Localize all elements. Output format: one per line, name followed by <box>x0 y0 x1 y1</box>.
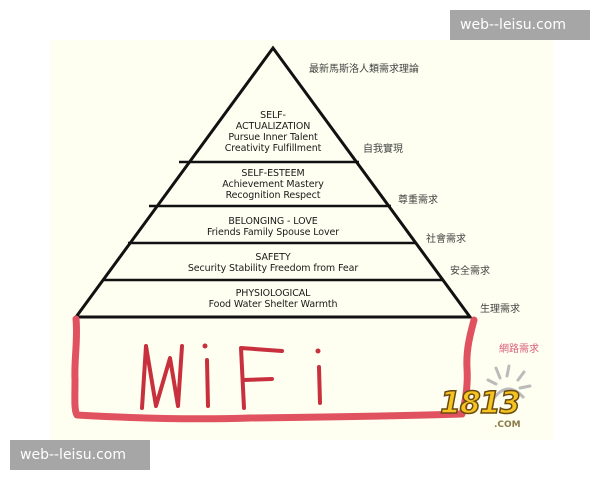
tier-detail: Friends Family Spouse Lover <box>206 227 340 238</box>
tier-detail: Food Water Shelter Warmth <box>208 299 338 310</box>
tier-physiological: PHYSIOLOGICAL Food Water Shelter Warmth <box>209 288 338 310</box>
tier-detail: Pursue Inner Talent <box>228 132 318 143</box>
logo-text: 1813 <box>439 385 521 422</box>
watermark-top: web--leisu.com <box>450 10 590 40</box>
label-cn-network: 網路需求 <box>499 344 539 355</box>
tier-heading: SAFETY <box>255 252 291 263</box>
tier-heading: ACTUALIZATION <box>235 121 311 132</box>
sun-rays-icon <box>486 364 532 400</box>
tier-safety: SAFETY Security Stability Freedom from F… <box>188 252 358 274</box>
tier-self-esteem: SELF-ESTEEM Achievement Mastery Recognit… <box>222 168 324 201</box>
pyramid-drawing <box>71 45 478 423</box>
label-cn-self-esteem: 尊重需求 <box>398 195 438 206</box>
tier-detail: Achievement Mastery <box>222 179 324 190</box>
label-cn-physiological: 生理需求 <box>480 304 520 315</box>
maslow-meme-image: SELF- ACTUALIZATION Pursue Inner Talent … <box>50 40 553 440</box>
tier-heading: BELONGING - LOVE <box>228 216 318 227</box>
label-cn-self-actualization: 自我實現 <box>363 144 403 155</box>
tier-heading: PHYSIOLOGICAL <box>235 288 311 299</box>
tier-detail: Security Stability Freedom from Fear <box>187 263 359 274</box>
logo-sub: .COM <box>494 420 521 430</box>
tier-belonging-love: BELONGING - LOVE Friends Family Spouse L… <box>207 216 339 238</box>
tier-detail: Recognition Respect <box>225 190 321 201</box>
logo-1813: 1813 .COM <box>434 362 554 440</box>
label-cn-belonging: 社會需求 <box>426 234 466 245</box>
tier-self-actualization: SELF- ACTUALIZATION Pursue Inner Talent … <box>225 110 322 154</box>
label-cn-safety: 安全需求 <box>450 266 490 277</box>
tier-detail: Creativity Fulfillment <box>224 143 322 154</box>
tier-heading: SELF- <box>260 110 286 121</box>
tier-heading: SELF-ESTEEM <box>241 168 305 179</box>
watermark-bottom: web--leisu.com <box>10 440 150 470</box>
title-cn: 最新馬斯洛人類需求理論 <box>309 64 419 75</box>
